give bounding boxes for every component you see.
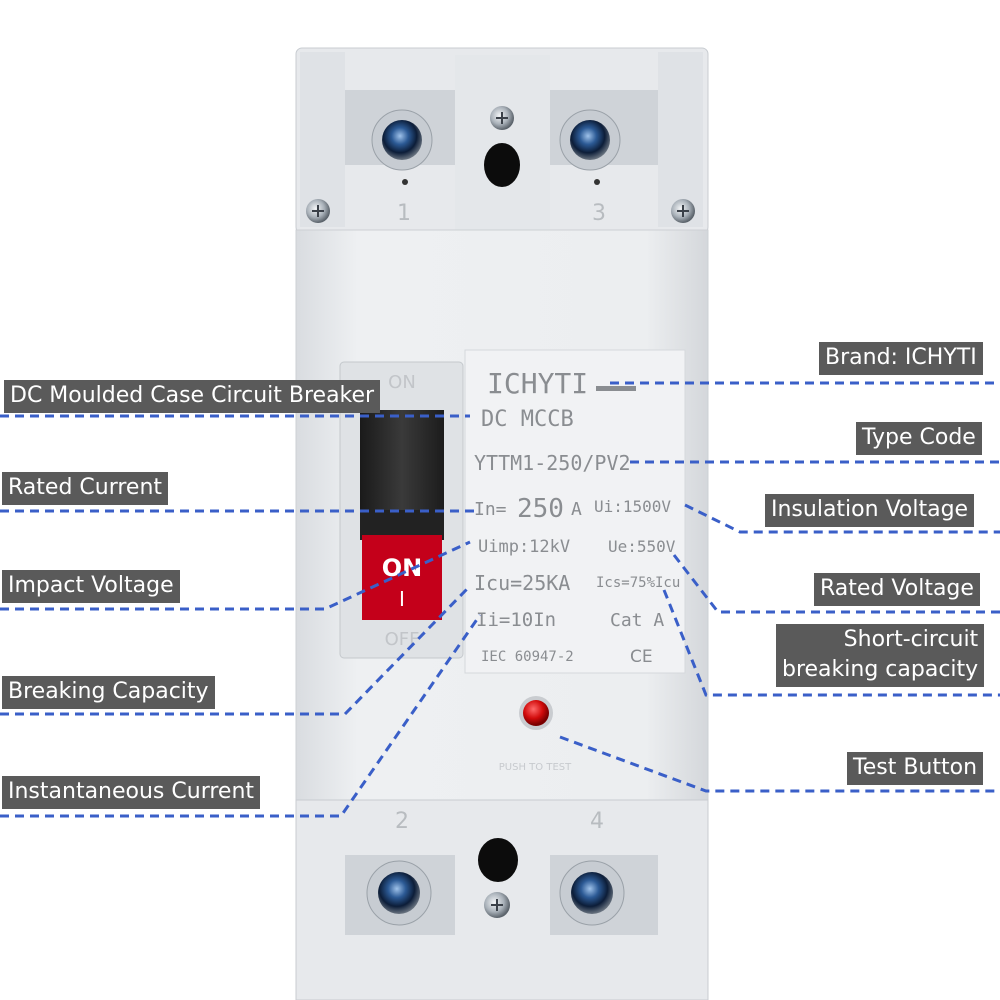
- plate-in-prefix: In=: [474, 499, 507, 520]
- test-label: PUSH TO TEST: [499, 762, 572, 773]
- leader-breaking: [0, 586, 470, 716]
- leader-lines: [0, 381, 1000, 818]
- callout-test-button: Test Button: [847, 752, 984, 785]
- bottom-terminal-housing: 2 4: [295, 799, 709, 1000]
- callout-insulation-voltage: Insulation Voltage: [765, 494, 975, 527]
- terminal-2-label: 2: [395, 809, 409, 834]
- on-marking: ON: [388, 372, 416, 393]
- plate-ue: Ue:550V: [608, 537, 676, 556]
- callout-type-code: Type Code: [856, 422, 982, 455]
- callout-short-circuit-line1: Short-circuit: [843, 627, 979, 652]
- callout-rated-current: Rated Current: [2, 472, 169, 505]
- leader-test: [559, 735, 1000, 793]
- callout-short-circuit-line2: breaking capacity: [782, 657, 979, 682]
- leader-insulation: [684, 503, 1000, 534]
- leader-impact: [0, 540, 471, 611]
- plate-ii: Ii=10In: [476, 609, 556, 631]
- screw-icon: [671, 199, 695, 223]
- plate-in-value: 250: [517, 494, 564, 524]
- test-button[interactable]: [519, 696, 553, 730]
- terminal-4-label: 4: [590, 809, 604, 834]
- callout-breaking-capacity: Breaking Capacity: [2, 676, 215, 709]
- plate-brand: ICHYTI: [487, 367, 588, 400]
- leader-instantaneous: [0, 614, 482, 818]
- ce-mark: CE: [630, 647, 653, 667]
- screw-icon: [306, 199, 330, 223]
- toggle-handle[interactable]: ON I: [360, 410, 444, 620]
- callout-brand: Brand: ICHYTI: [819, 342, 983, 375]
- nameplate: ICHYTI DC MCCB YTTM1-250/PV2 In= 250 A U…: [464, 349, 686, 674]
- off-marking: OFF: [385, 629, 420, 650]
- leader-short-circuit: [662, 589, 1000, 697]
- callout-dc-mccb: DC Moulded Case Circuit Breaker: [4, 380, 381, 413]
- handle-bar-text: I: [399, 587, 405, 611]
- plate-ui: Ui:1500V: [594, 497, 671, 516]
- plate-type-code: YTTM1-250/PV2: [474, 451, 631, 475]
- plate-uimp: Uimp:12kV: [478, 537, 570, 557]
- callout-instantaneous-current: Instantaneous Current: [2, 776, 261, 809]
- leader-rated-voltage: [672, 554, 1000, 614]
- plate-in-unit: A: [571, 499, 582, 520]
- plate-model: DC MCCB: [481, 407, 574, 432]
- top-terminal-housing: 1 3: [295, 47, 709, 234]
- svg-text:1: 1: [397, 201, 411, 226]
- callout-rated-voltage: Rated Voltage: [814, 573, 980, 606]
- callout-short-circuit: Short-circuit breaking capacity: [776, 624, 985, 687]
- plate-ics: Ics=75%Icu: [596, 575, 680, 591]
- plate-cat: Cat A: [610, 610, 664, 631]
- svg-text:3: 3: [592, 201, 606, 226]
- plate-icu: Icu=25KA: [474, 571, 570, 595]
- callout-impact-voltage: Impact Voltage: [2, 570, 180, 603]
- plate-standard: IEC 60947-2: [481, 649, 574, 665]
